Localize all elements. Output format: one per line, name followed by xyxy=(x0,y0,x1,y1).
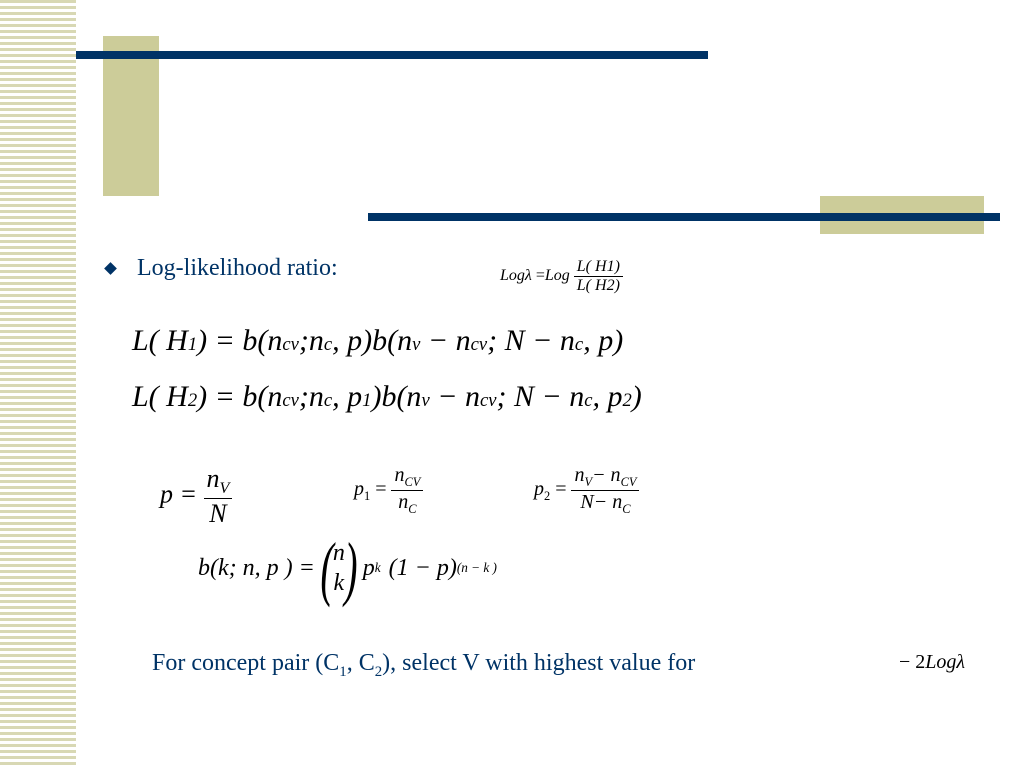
diamond-bullet-icon xyxy=(104,262,117,275)
left-paren-icon: ( xyxy=(320,528,334,608)
right-paren-icon: ) xyxy=(344,528,358,608)
tan-block-top xyxy=(103,36,159,196)
left-stripe-pattern xyxy=(0,0,76,768)
bullet-heading: Log-likelihood ratio: xyxy=(137,255,338,281)
middle-rule xyxy=(368,213,1000,221)
neg-two-log-lambda: − 2Logλ xyxy=(899,651,966,673)
footer-sentence: For concept pair (C1, C2), select V with… xyxy=(152,650,696,680)
likelihood-h1-formula: L( H1) = b(ncv;nc, p)b(nv − ncv; N − nc,… xyxy=(132,324,624,357)
likelihood-h2-formula: L( H2) = b(ncv;nc, p1)b(nv − ncv; N − nc… xyxy=(132,380,642,413)
log-lambda-formula: Logλ =Log L( H1)L( H2) xyxy=(500,258,623,295)
top-rule xyxy=(76,51,708,59)
